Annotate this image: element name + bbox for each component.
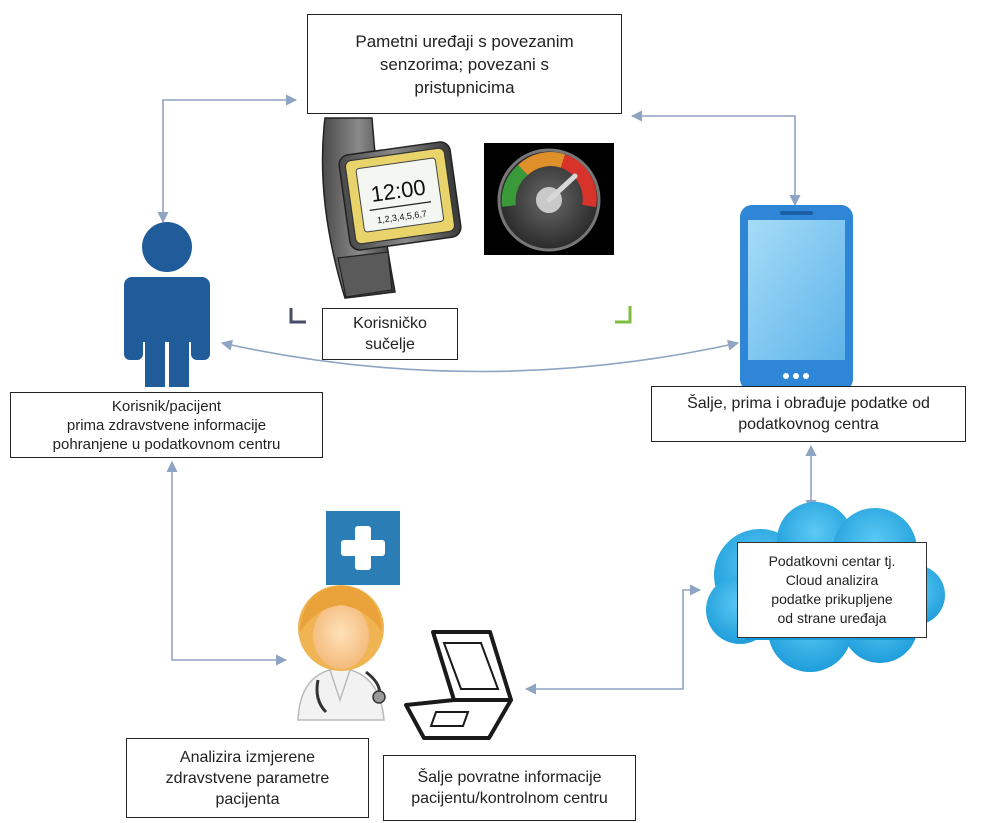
user-patient-box: Korisnik/pacijent prima zdravstvene info… (10, 392, 323, 458)
connector-user-to-doctor (166, 460, 288, 666)
doctor-icon (297, 585, 386, 721)
phone-box: Šalje, prima i obrađuje podatke od podat… (651, 386, 966, 442)
cloud-datacenter-box: Podatkovni centar tj. Cloud analizira po… (737, 542, 927, 638)
gauge-icon (484, 143, 614, 255)
connector-person-phone-curve (220, 339, 740, 373)
user-interface-box: Korisničko sučelje (322, 308, 458, 360)
devices-box: Pametni uređaji s povezanim senzorima; p… (307, 14, 622, 114)
ui-bracket-icon (615, 306, 632, 324)
laptop-icon (404, 630, 513, 740)
smartphone-icon (740, 205, 853, 391)
connectors (157, 94, 817, 695)
feedback-box: Šalje povratne informacije pacijentu/kon… (383, 755, 636, 821)
connector-devices-to-phone (630, 110, 801, 207)
connector-devices-to-person (157, 94, 298, 224)
ui-bracket-icon (289, 308, 306, 324)
connector-laptop-to-cloud (524, 584, 702, 695)
smartwatch-icon: 12:00 1,2,3,4,5,6,7 (321, 117, 462, 299)
doctor-analysis-box: Analizira izmjerene zdravstvene parametr… (126, 738, 369, 818)
person-icon (124, 222, 210, 387)
medical-cross-icon (326, 511, 400, 585)
